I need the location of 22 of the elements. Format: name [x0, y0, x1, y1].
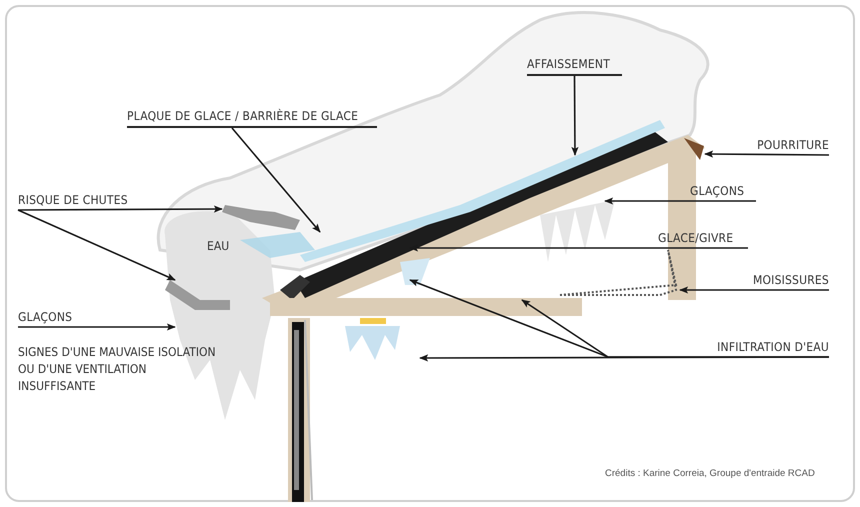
leader-arrow [679, 286, 829, 294]
leader-arrow [571, 76, 579, 156]
callout-label: INFILTRATION D'EAU [717, 340, 829, 354]
callout-label: GLAÇONS [18, 310, 72, 324]
leader-arrow [419, 354, 829, 362]
callout-label: RISQUE DE CHUTES [18, 193, 128, 207]
note-text: SIGNES D'UNE MAUVAISE ISOLATION OU D'UNE VENTILATION INSUFFISANTE [18, 344, 217, 395]
callout-label: PLAQUE DE GLACE / BARRIÈRE DE GLACE [127, 109, 358, 123]
callout-label: GLACE/GIVRE [658, 231, 734, 245]
callout-label: MOISISSURES [752, 273, 829, 287]
leader-arrow [17, 323, 176, 331]
note-text: EAU [207, 238, 230, 255]
leader-arrow [704, 150, 829, 158]
callout-label: GLAÇONS [690, 184, 744, 198]
leader-arrow [604, 197, 756, 205]
leader-arrow [231, 127, 321, 233]
credit-text: Crédits : Karine Correia, Groupe d'entraide RCAD [605, 468, 815, 479]
leader-arrow [18, 205, 223, 213]
rot-patch [684, 138, 704, 160]
leader-arrow [18, 209, 176, 281]
callout-label: POURRITURE [757, 138, 829, 152]
callout-label: AFFAISSEMENT [527, 57, 610, 71]
